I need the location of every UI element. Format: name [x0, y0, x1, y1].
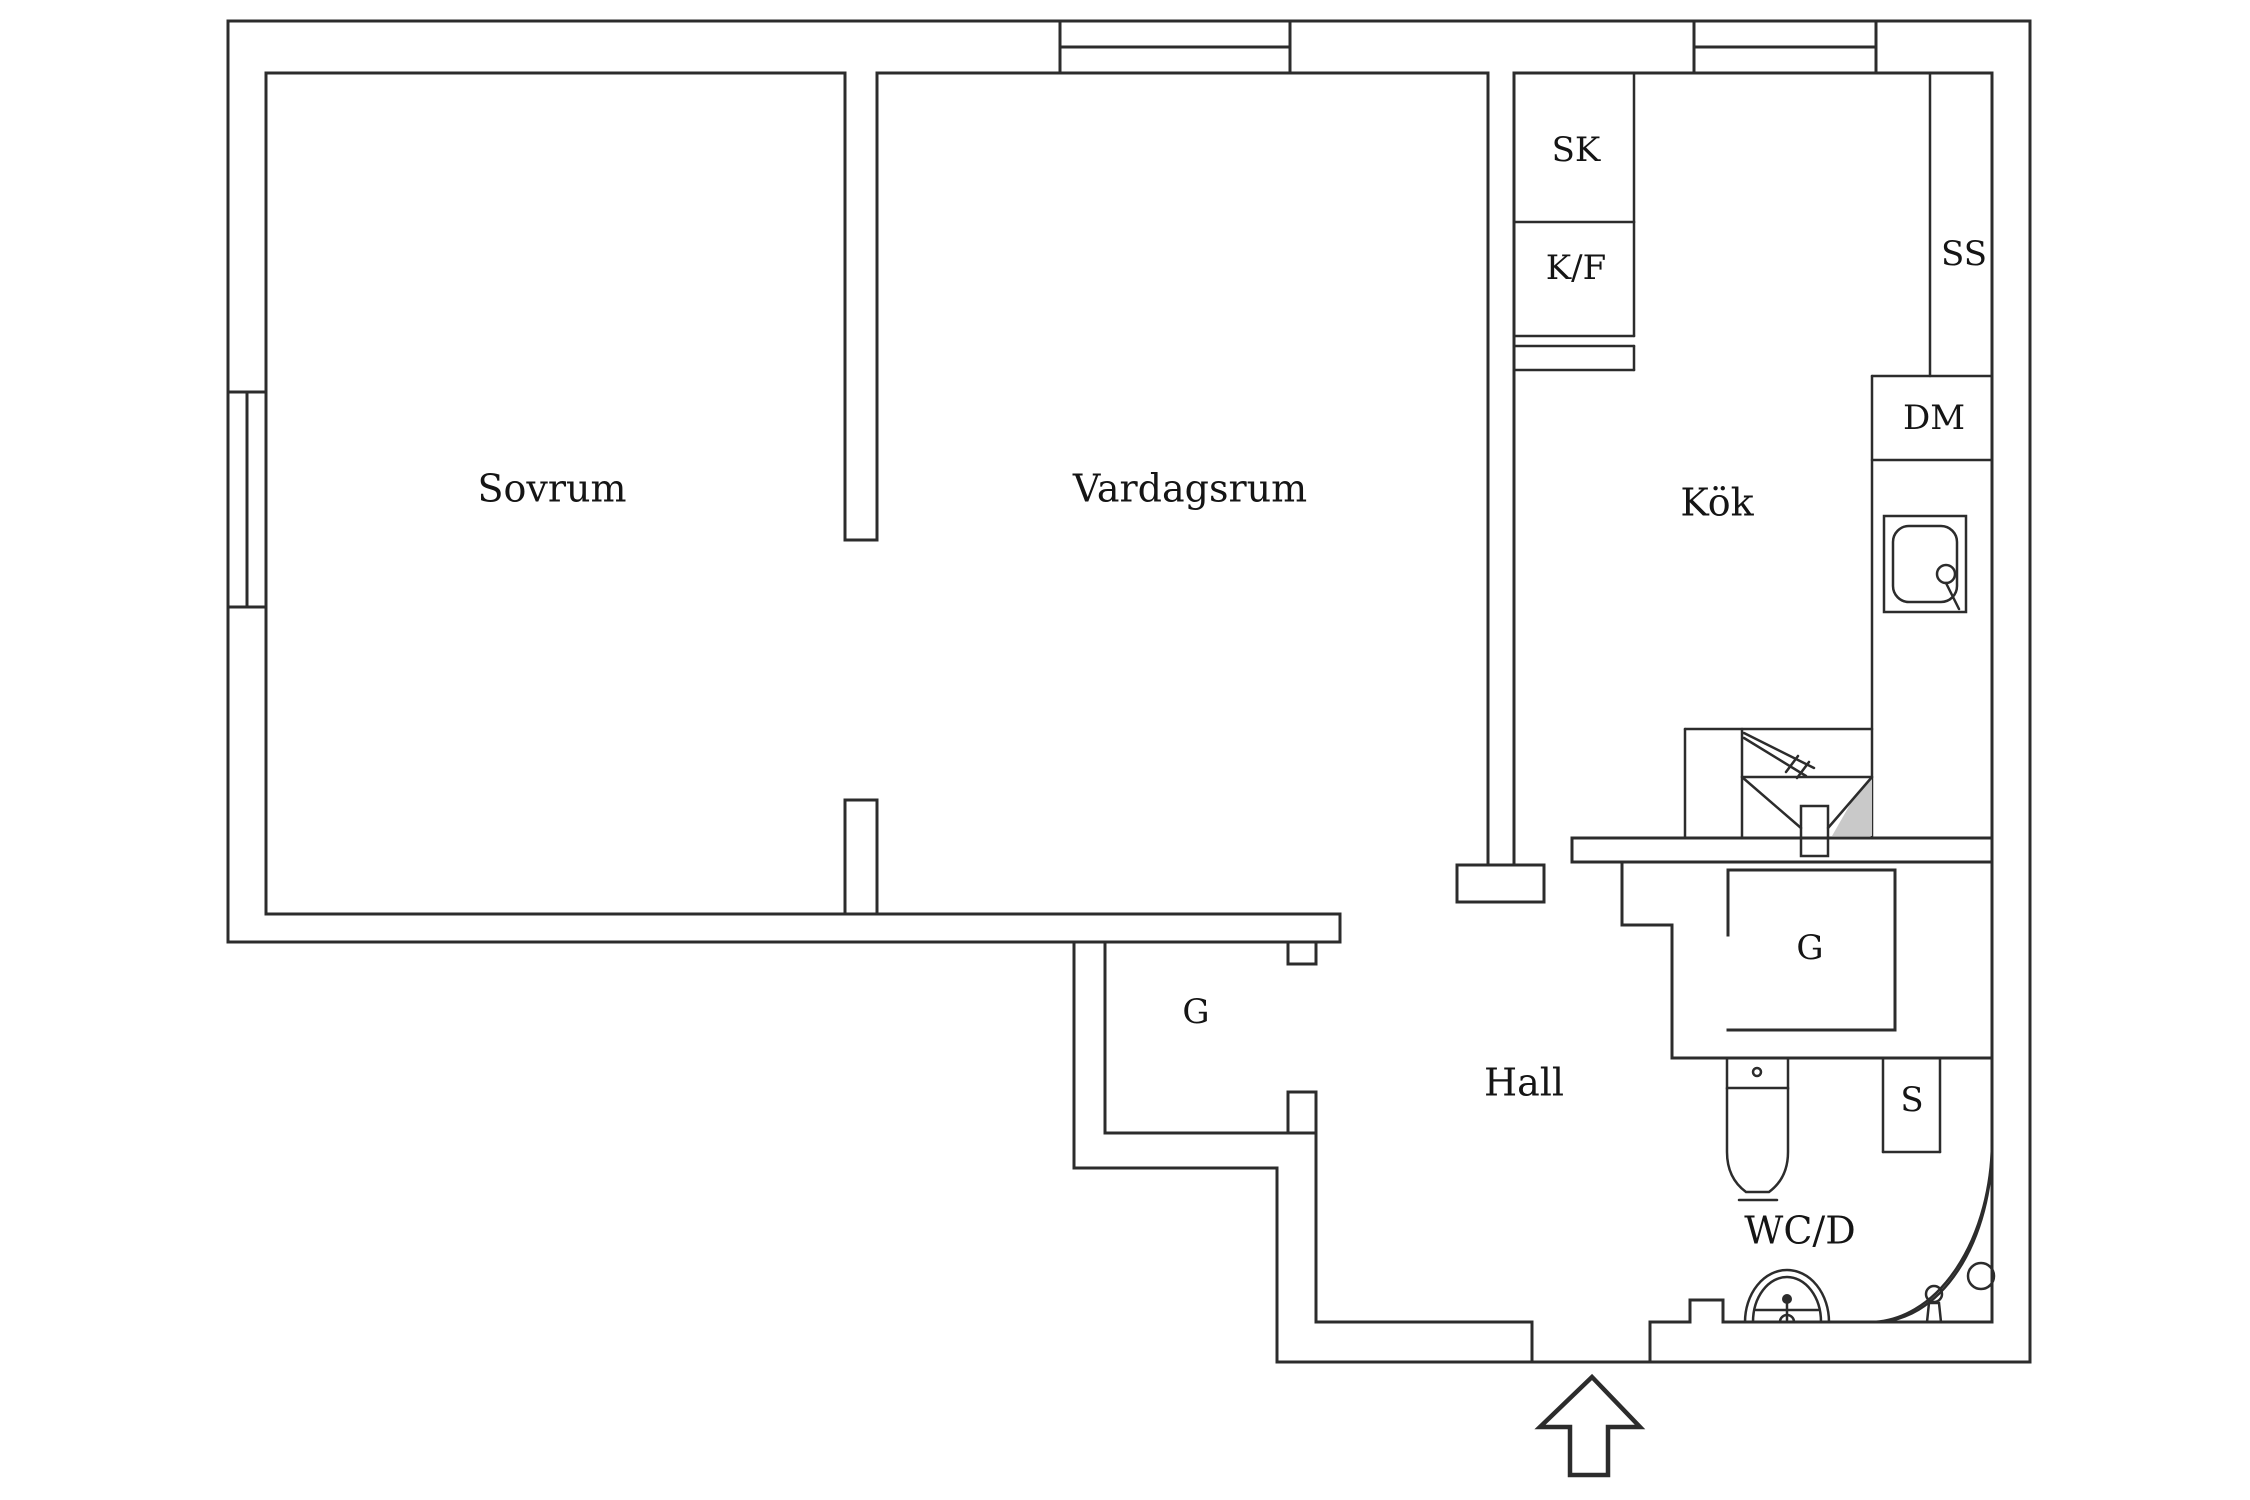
kitchen-fixture: [1944, 581, 1961, 611]
kitchen-fixtures: [1512, 71, 1994, 858]
entrance-arrow-icon: [1534, 1373, 1646, 1478]
hand-sink-icon: [1743, 1268, 1831, 1324]
kitchen-fixture: [1740, 775, 1803, 830]
room-labels: Sovrum Vardagsrum Kök Hall WC/D G G SK K…: [477, 130, 1987, 1253]
bathroom-fixture: [1751, 1066, 1763, 1078]
fixture-label-kf: K/F: [1546, 248, 1606, 288]
wall-segment: [1455, 863, 1546, 904]
bathroom-fixtures: [1725, 1056, 1996, 1324]
room-label-vardagsrum: Vardagsrum: [1072, 467, 1307, 511]
kitchen-fixture: [1742, 731, 1816, 770]
bathroom-fixture: [1725, 1086, 1790, 1194]
water-tap-icon: [1925, 1301, 1943, 1324]
fixture-label-ss: SS: [1941, 234, 1987, 274]
room-label-hall: Hall: [1484, 1061, 1564, 1105]
room-label-wcd: WC/D: [1744, 1209, 1855, 1253]
bathroom-fixture: [1782, 1294, 1792, 1304]
kitchen-faucet-icon: [1935, 563, 1957, 585]
shower-door-arc-icon: [1874, 1144, 1994, 1324]
room-label-sovrum: Sovrum: [477, 467, 626, 511]
kitchen-fixture: [1742, 736, 1808, 778]
chute-shaded-corner: [1832, 779, 1872, 836]
kitchen-fixture: [1799, 804, 1830, 858]
toilet-icon: [1725, 1056, 1790, 1090]
kitchen-sink-basin-icon: [1891, 524, 1959, 604]
walls: [226, 19, 2032, 1364]
kitchen-sink-icon: [1882, 514, 1968, 614]
closet-label-g-right: G: [1796, 928, 1823, 968]
entrance-arrow-icon: [1534, 1373, 1646, 1478]
kitchen-fixture: [1795, 760, 1811, 780]
floor-drain-icon: [1966, 1261, 1996, 1291]
hand-sink-icon: [1751, 1275, 1823, 1324]
closet-label-g-left: G: [1182, 992, 1209, 1032]
fixture-label-sk: SK: [1552, 130, 1601, 170]
fixture-label-s: S: [1900, 1080, 1923, 1120]
kitchen-fixture: [1826, 775, 1874, 830]
room-label-kok: Kök: [1680, 481, 1754, 525]
shower-door-arc-icon: [1868, 1138, 1994, 1324]
kitchen-fixture: [1784, 754, 1800, 774]
fixture-label-dm: DM: [1903, 398, 1965, 438]
bathroom-fixture: [1778, 1313, 1796, 1324]
windows: [226, 19, 1878, 609]
